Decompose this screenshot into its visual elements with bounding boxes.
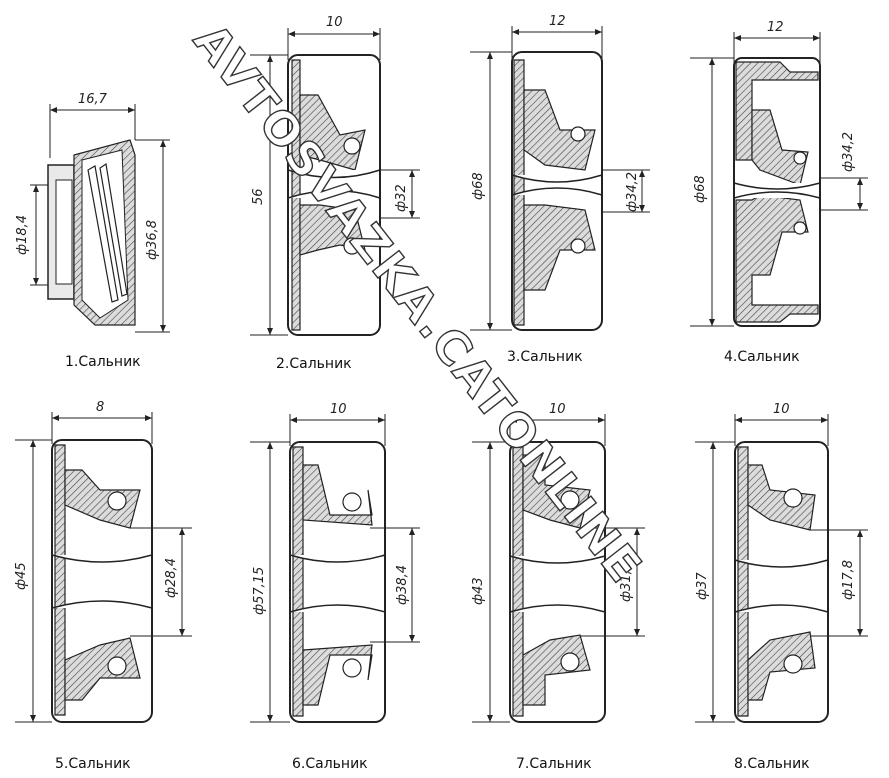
seal-2-inner-dim: ф32 [394, 184, 409, 212]
seal-1-inner-dim: ф18,4 [15, 215, 30, 255]
seal-5: 8 ф45 ф28,4 5.Сальник [14, 400, 192, 772]
seal-6-inner-dim: ф38,4 [395, 565, 410, 605]
seal-5-inner-dim: ф28,4 [164, 558, 179, 598]
seal-3-outer-dim: ф68 [471, 172, 486, 200]
seal-5-outer-dim: ф45 [14, 562, 29, 590]
seal-6-width-dim: 10 [330, 402, 347, 417]
seal-7-outer-dim: ф43 [471, 577, 486, 605]
seal-5-caption: 5.Сальник [55, 756, 131, 772]
seal-2-height-dim: 56 [251, 188, 266, 205]
seal-7-width-dim: 10 [549, 402, 566, 417]
seal-8-outer-dim: ф37 [695, 572, 710, 600]
seal-1-caption: 1.Сальник [65, 354, 141, 370]
seal-2-width-dim: 10 [326, 15, 343, 30]
seal-7: 10 ф43 ф31,4 7.Сальник [471, 402, 645, 772]
seal-7-inner-dim: ф31,4 [619, 562, 634, 602]
seal-3-width-dim: 12 [549, 14, 566, 29]
seal-1-width-dim: 16,7 [78, 92, 108, 107]
seal-1-outer-dim: ф36,8 [145, 220, 160, 260]
seal-4: 12 ф68 ф34,2 4.Сальник [690, 20, 868, 365]
seal-6-outer-dim: ф57,15 [252, 567, 267, 615]
seal-2-caption: 2.Сальник [276, 356, 352, 372]
seal-4-outer-dim: ф68 [693, 175, 708, 203]
seal-3-caption: 3.Сальник [507, 349, 583, 365]
seal-6-caption: 6.Сальник [292, 756, 368, 772]
seal-5-width-dim: 8 [96, 400, 104, 415]
seal-8-inner-dim: ф17,8 [841, 560, 856, 600]
seal-4-caption: 4.Сальник [724, 349, 800, 365]
seal-2: 10 56 ф32 2.Сальник [250, 15, 420, 372]
seal-3: 12 ф68 ф34,2 3.Сальник [470, 14, 650, 365]
seal-4-inner-dim: ф34,2 [841, 132, 856, 172]
seal-6: 10 ф57,15 ф38,4 6.Сальник [250, 402, 420, 772]
seal-4-width-dim: 12 [767, 20, 784, 35]
seal-1: 16,7 ф18,4 ф36,8 1.Сальник [15, 92, 170, 370]
seal-8-width-dim: 10 [773, 402, 790, 417]
seal-8: 10 ф37 ф17,8 8.Сальник [695, 402, 868, 772]
seal-8-caption: 8.Сальник [734, 756, 810, 772]
seal-7-caption: 7.Сальник [516, 756, 592, 772]
seal-3-inner-dim: ф34,2 [625, 172, 640, 212]
